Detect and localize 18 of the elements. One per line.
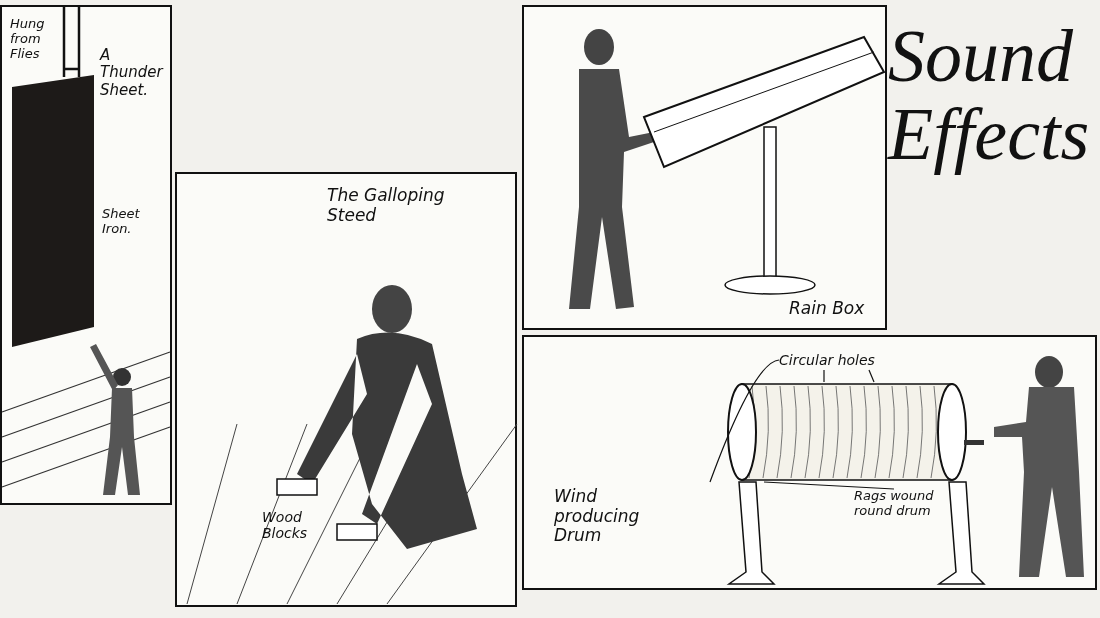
leader-line: [823, 369, 825, 383]
title: Sound Effects: [888, 18, 1091, 174]
illustration-panel: [0, 5, 172, 505]
panel-caption: The Galloping Steed: [327, 186, 446, 226]
leader-line: [763, 481, 895, 490]
leader-line: [709, 359, 780, 483]
illustration-panel: [522, 335, 1097, 590]
callout-label: Hung from Flies: [10, 17, 46, 62]
leader-line: [868, 369, 875, 383]
illustration-panel: [175, 172, 517, 607]
panel-caption: Wood Blocks: [262, 509, 309, 542]
illustration-panel: [522, 5, 887, 330]
panel-caption: Wind producing Drum: [554, 487, 641, 546]
callout-label: Sheet Iron.: [102, 207, 141, 237]
callout-label: Rags wound round drum: [854, 489, 935, 519]
panel-caption: A Thunder Sheet.: [100, 47, 165, 99]
callout-label: Circular holes: [779, 352, 876, 369]
panel-caption: Rain Box: [789, 299, 866, 319]
